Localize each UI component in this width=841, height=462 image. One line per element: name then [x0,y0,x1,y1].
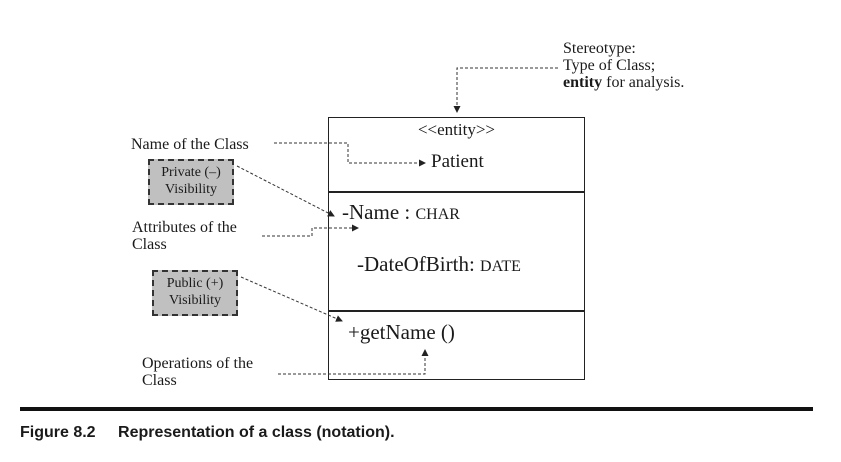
public-visibility-box: Public (+) Visibility [152,270,238,316]
stereotype-connector [453,67,558,113]
stereotype-note-rest: for analysis. [606,74,685,91]
public-connector [240,276,343,322]
private-visibility-line2: Visibility [164,182,218,197]
class-name-divider [328,191,585,193]
stereotype-note-line3: entity for analysis. [563,74,684,91]
class-stereotype: <<entity>> [417,120,496,139]
name-connector [274,142,426,167]
label-attributes-line1: Attributes of the [132,219,237,236]
private-visibility-box: Private (–) Visibility [148,159,234,205]
attribute-name-label: -Name : [342,200,411,224]
figure-number: Figure 8.2 [20,424,96,441]
attribute-name: -Name : CHAR [342,200,460,225]
label-operations-line2: Class [142,372,177,389]
attribute-dateofbirth: -DateOfBirth: DATE [357,252,521,277]
class-attributes-divider [328,310,585,312]
attribute-dateofbirth-type: DATE [480,258,521,275]
public-visibility-line1: Public (+) [166,276,224,291]
stereotype-note-line1: Stereotype: [563,40,636,57]
figure-caption-text: Representation of a class (notation). [118,424,395,441]
class-name: Patient [431,151,484,172]
private-visibility-line1: Private (–) [161,165,221,180]
private-connector [236,165,335,217]
operation-getname: +getName () [348,320,455,344]
public-visibility-line2: Visibility [168,293,222,308]
figure-caption: Figure 8.2 Representation of a class (no… [20,424,395,442]
stereotype-note-entity: entity [563,74,603,91]
label-operations-line1: Operations of the [142,355,254,372]
label-attributes-line2: Class [132,236,167,253]
class-box [328,117,585,380]
label-operations-of-class: Operations of the Class [142,355,253,389]
attribute-dateofbirth-label: -DateOfBirth: [357,252,475,276]
stereotype-note: Stereotype: Type of Class; entity for an… [563,40,684,91]
operations-connector [278,349,429,375]
label-attributes-of-class: Attributes of the Class [132,219,237,253]
caption-rule [20,407,813,411]
stereotype-note-line2: Type of Class; [563,57,656,74]
attribute-name-type: CHAR [415,206,460,223]
label-name-of-class: Name of the Class [131,136,249,153]
attributes-connector [262,224,359,237]
